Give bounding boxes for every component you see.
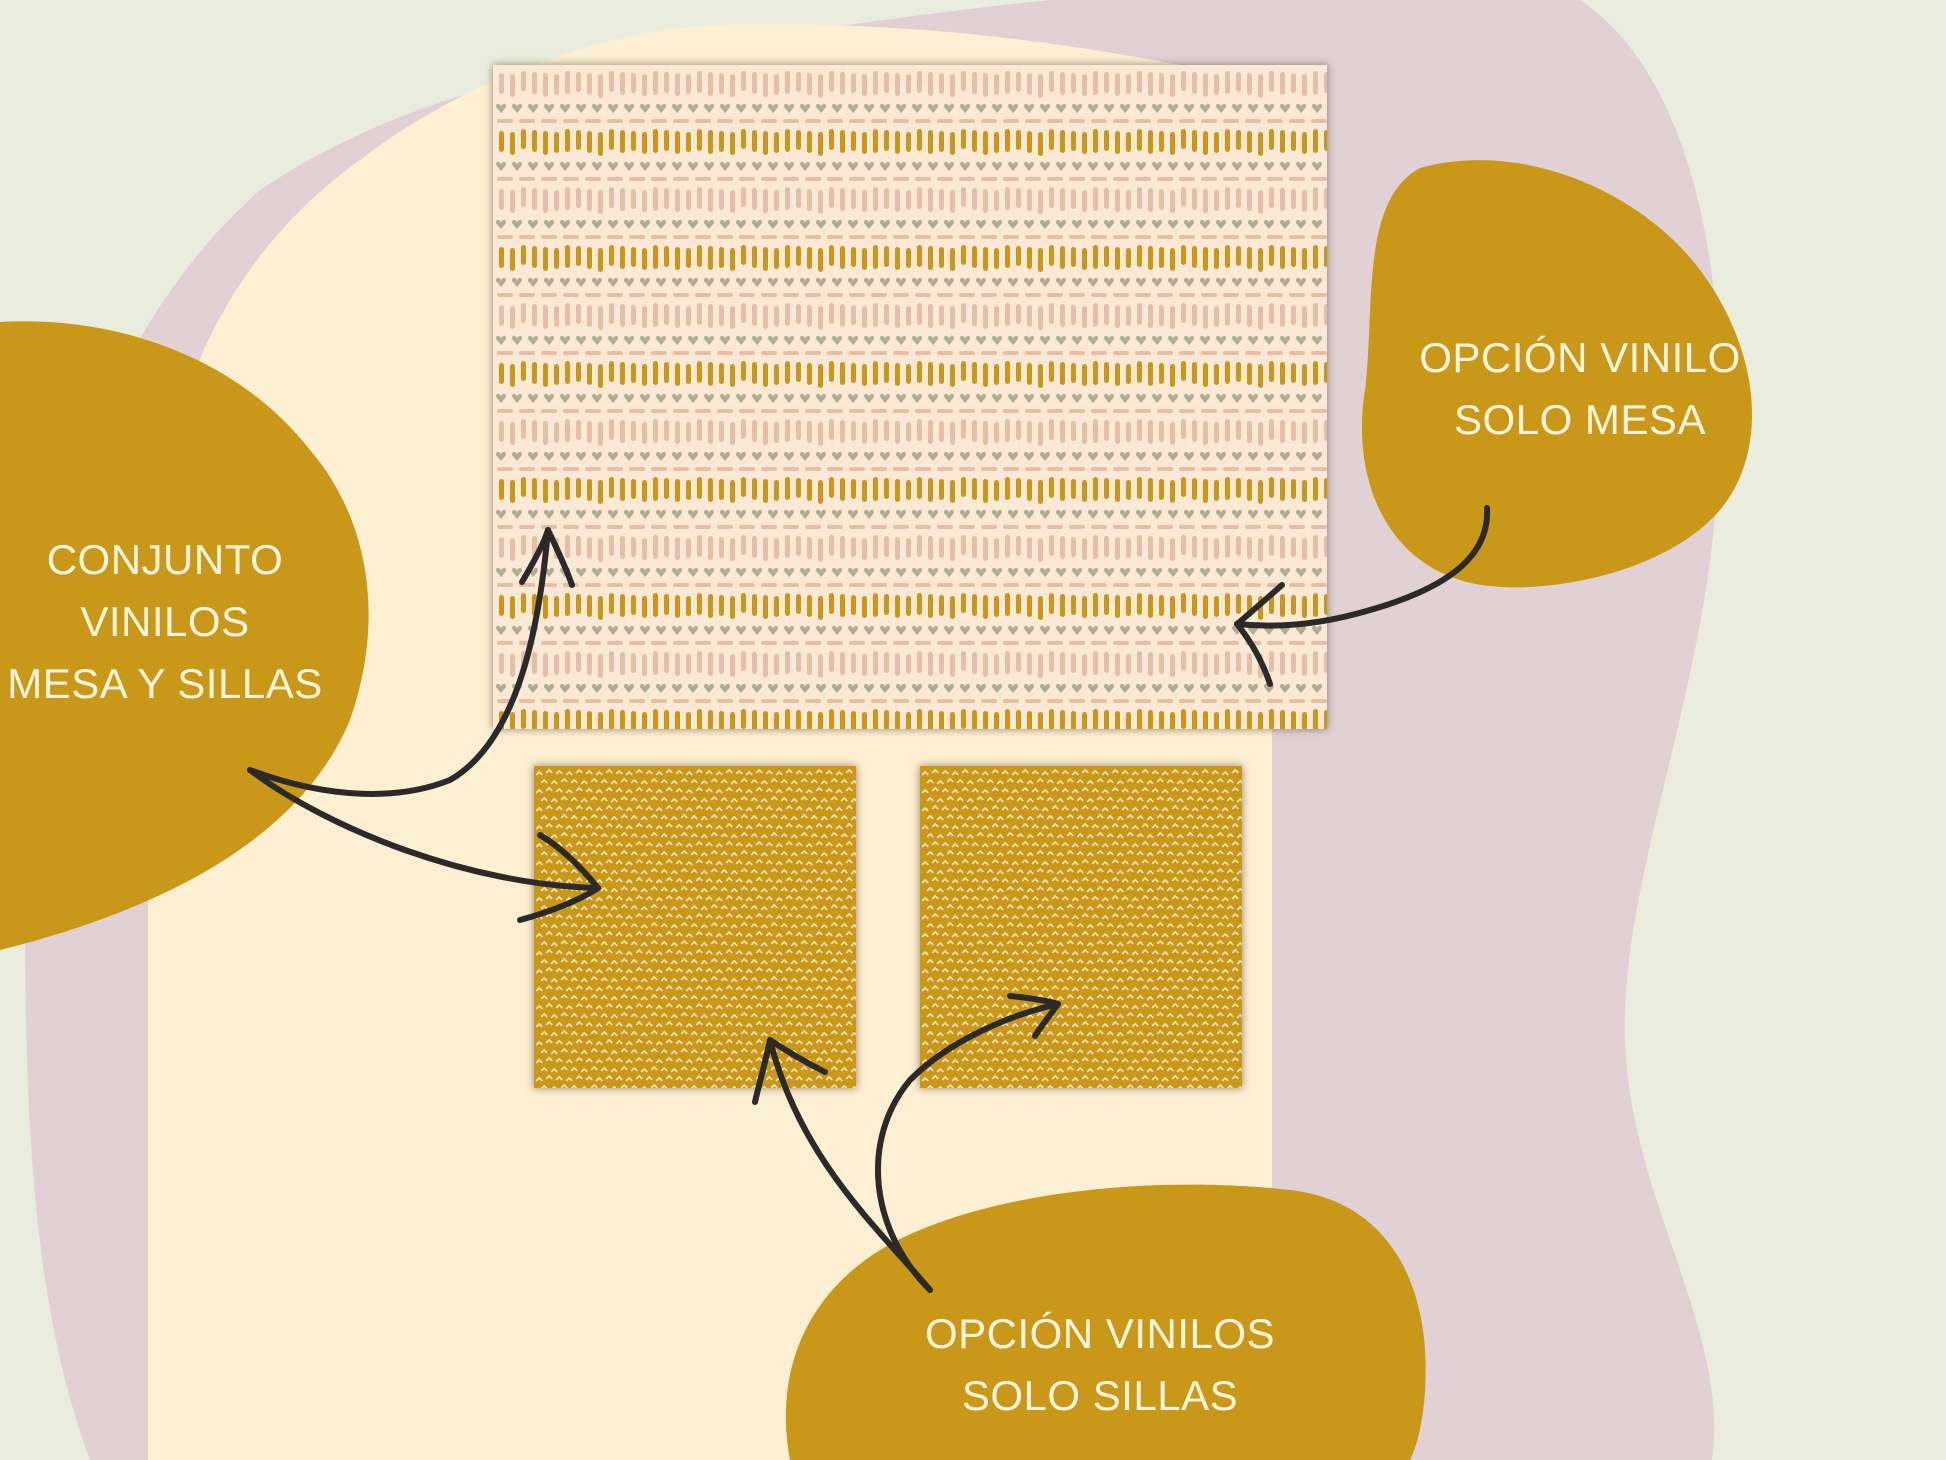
set-label: CONJUNTO VINILOS MESA Y SILLAS: [0, 529, 330, 715]
table-only-label-line-1: OPCIÓN VINILO: [1419, 334, 1741, 381]
chair-vinyl-swatch-right: [920, 766, 1242, 1088]
chairs-only-label-line-2: SOLO SILLAS: [961, 1372, 1239, 1419]
set-label-line-2: VINILOS: [80, 598, 250, 645]
table-only-label: OPCIÓN VINILO SOLO MESA: [1385, 327, 1775, 451]
chair-vinyl-swatch-left: [534, 766, 856, 1088]
table-only-label-line-2: SOLO MESA: [1454, 396, 1706, 443]
table-vinyl-swatch: [493, 65, 1327, 729]
chairs-only-label-line-1: OPCIÓN VINILOS: [924, 1310, 1276, 1357]
set-label-line-1: CONJUNTO: [46, 536, 284, 583]
set-label-line-3: MESA Y SILLAS: [7, 660, 323, 707]
mustard-blob-right: [1361, 160, 1753, 588]
table-pattern-marks: [496, 71, 1327, 729]
chairs-only-label: OPCIÓN VINILOS SOLO SILLAS: [900, 1303, 1300, 1427]
